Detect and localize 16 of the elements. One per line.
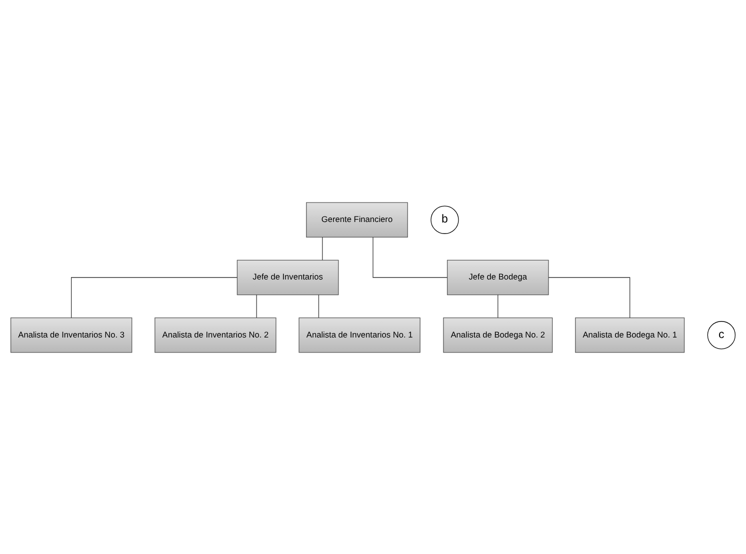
node-box: Analista de Bodega No. 1 [575, 317, 685, 352]
connector [372, 236, 448, 278]
node-box: Analista de Bodega No. 2 [443, 317, 553, 352]
node-box: Analista de Inventarios No. 1 [298, 317, 420, 352]
node-circle: c [707, 320, 736, 349]
node-box: Analista de Inventarios No. 2 [154, 317, 276, 352]
connector [322, 236, 323, 260]
connector [548, 276, 630, 318]
connector [71, 276, 238, 318]
connector [256, 294, 257, 318]
node-box: Analista de Inventarios No. 3 [10, 317, 132, 352]
node-box: Jefe de Bodega [446, 259, 549, 295]
node-box: Gerente Financiero [306, 202, 408, 237]
node-circle: b [430, 205, 459, 234]
connector [318, 294, 320, 318]
node-box: Jefe de Inventarios [236, 259, 339, 295]
